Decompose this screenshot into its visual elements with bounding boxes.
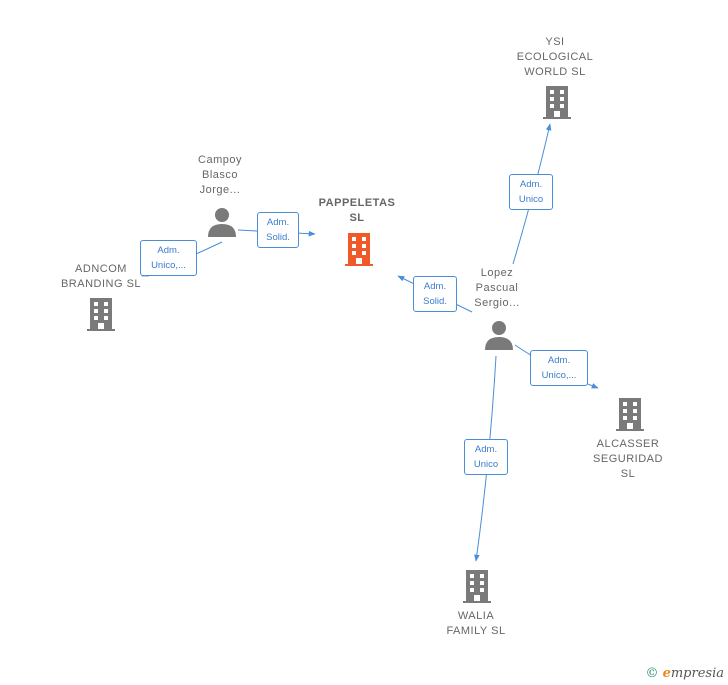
edge-label-line: Solid. (266, 232, 290, 243)
edge-label-campoy-adncom[interactable]: Adm. Unico,... (140, 240, 197, 276)
node-label-pappeletas[interactable]: PAPPELETAS SL (306, 196, 408, 226)
node-label-line: FAMILY SL (446, 625, 506, 637)
edge-label-line: Unico (518, 194, 544, 205)
node-label-line: SL (620, 468, 636, 480)
edge-label-line: Adm. (423, 281, 447, 292)
node-label-lopez[interactable]: Lopez Pascual Sergio... (455, 266, 539, 311)
node-label-line: Campoy (198, 154, 242, 166)
edge-label-campoy-pappeletas[interactable]: Adm. Solid. (257, 212, 299, 248)
edge-label-lopez-pappeletas[interactable]: Adm. Solid. (413, 276, 457, 312)
edge-label-line: Solid. (423, 296, 447, 307)
edge-label-line: Adm. (157, 245, 180, 256)
edge-label-line: Adm. (547, 355, 571, 366)
node-label-adncom[interactable]: ADNCOM BRANDING SL (46, 262, 156, 292)
empresia-logo: © empresia (645, 666, 724, 681)
edge-label-lopez-walia[interactable]: Adm. Unico (464, 439, 508, 475)
node-label-campoy[interactable]: Campoy Blasco Jorge... (178, 153, 262, 198)
building-icon (344, 233, 374, 266)
node-label-line: WORLD SL (524, 66, 586, 78)
brand-name: mpresia (670, 666, 724, 681)
node-label-line: Jorge... (199, 184, 241, 196)
node-label-line: Blasco (201, 169, 239, 181)
building-icon (543, 86, 571, 119)
brand-initial: e (662, 666, 671, 681)
edge-label-line: Adm. (474, 444, 498, 455)
edge-label-line: Adm. (266, 217, 290, 228)
node-label-line: ALCASSER (596, 438, 660, 450)
node-label-ysi[interactable]: YSI ECOLOGICAL WORLD SL (500, 35, 610, 80)
building-icon (463, 570, 491, 603)
node-label-line: Sergio... (474, 297, 520, 309)
building-icon (87, 298, 115, 331)
node-label-line: BRANDING SL (60, 278, 142, 290)
edge-label-line: Unico,... (541, 370, 577, 381)
copyright-symbol: © (645, 666, 659, 681)
node-label-line: PAPPELETAS (318, 197, 396, 209)
person-icon (208, 208, 236, 237)
node-label-line: YSI (545, 36, 565, 48)
edge-label-lopez-alcasser[interactable]: Adm. Unico,... (530, 350, 588, 386)
node-label-alcasser[interactable]: ALCASSER SEGURIDAD SL (576, 437, 680, 482)
edge-label-lopez-ysi[interactable]: Adm. Unico (509, 174, 553, 210)
person-icon (485, 321, 513, 350)
node-label-walia[interactable]: WALIA FAMILY SL (424, 609, 528, 639)
node-label-line: Lopez (480, 267, 514, 279)
edge-label-line: Unico (473, 459, 499, 470)
node-label-line: ECOLOGICAL (516, 51, 594, 63)
building-icon (616, 398, 644, 431)
node-label-line: SL (349, 212, 365, 224)
node-label-line: ADNCOM (75, 263, 127, 275)
node-label-line: Pascual (475, 282, 519, 294)
node-label-line: SEGURIDAD (593, 453, 663, 465)
edge-label-line: Unico,... (151, 260, 186, 271)
edge-label-line: Adm. (519, 179, 543, 190)
node-label-line: WALIA (457, 610, 495, 622)
